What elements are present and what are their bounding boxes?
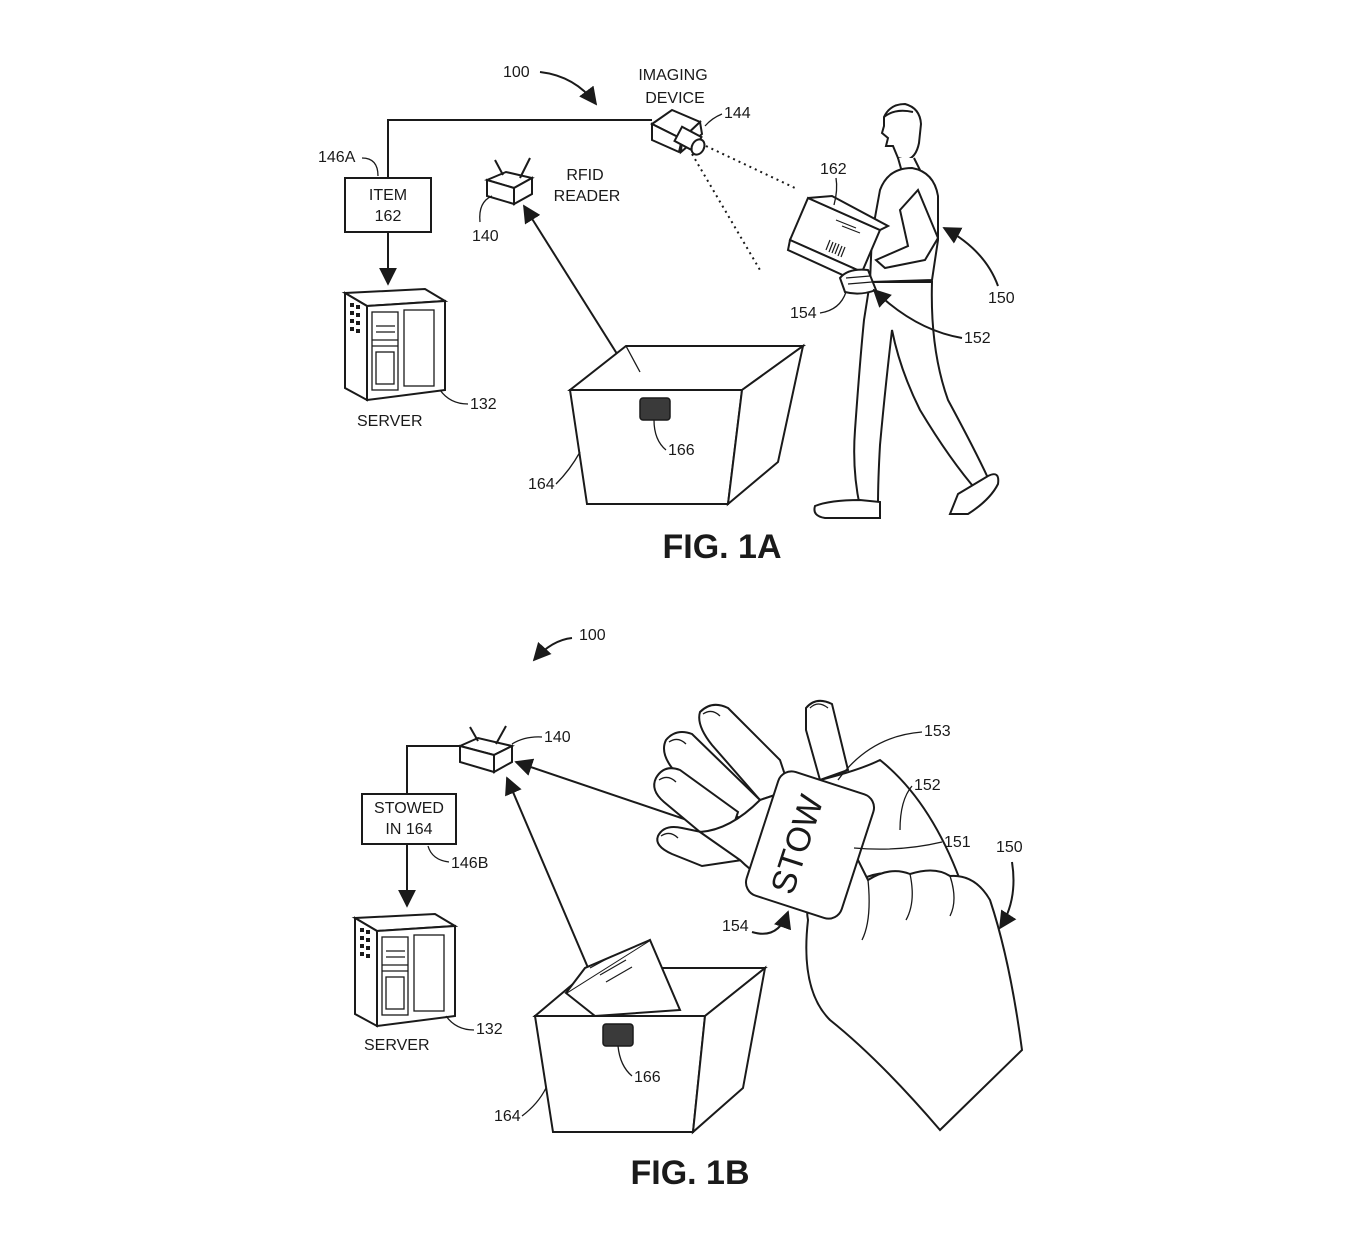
ref-tag-154-1b: 154 bbox=[722, 918, 749, 935]
rfid-reader-label-line2: READER bbox=[554, 188, 621, 205]
ref-system-100: 100 bbox=[503, 64, 530, 81]
leader-154-1b bbox=[751, 910, 792, 935]
message-box-line2: 162 bbox=[375, 208, 402, 225]
field-of-view-upper bbox=[705, 145, 796, 189]
leader-152-1a bbox=[872, 288, 963, 339]
ref-server-132-1b: 132 bbox=[476, 1021, 503, 1038]
ref-container-164-1a: 164 bbox=[528, 476, 555, 493]
ref-user-150-1b: 150 bbox=[996, 839, 1023, 856]
leader-144 bbox=[704, 113, 723, 127]
leader-132-1b bbox=[445, 1015, 475, 1031]
leader-151 bbox=[853, 841, 943, 850]
leader-164-1b bbox=[521, 1087, 547, 1117]
leader-146a bbox=[361, 157, 379, 177]
leader-154-1a bbox=[819, 291, 847, 314]
leader-164-1a bbox=[555, 451, 581, 485]
rfid-reader-icon-1b bbox=[456, 725, 515, 774]
ref-container-164-1b: 164 bbox=[494, 1108, 521, 1125]
message-box-stowed bbox=[361, 793, 457, 845]
rfid-reader-icon bbox=[484, 157, 535, 206]
rfid-tag-166-1b bbox=[602, 1023, 634, 1047]
server-icon-1b bbox=[351, 912, 459, 1028]
leader-153 bbox=[837, 731, 923, 781]
figure-1a: 100 IMAGING DEVICE 144 146A ITEM 162 bbox=[318, 64, 1015, 566]
leader-152-1b bbox=[899, 785, 913, 831]
ref-system-100-1b: 100 bbox=[579, 627, 606, 644]
server-label-1a: SERVER bbox=[357, 413, 423, 430]
item-package-box bbox=[786, 194, 891, 284]
worker-person-illustration bbox=[813, 102, 1000, 519]
ref-display-151: 151 bbox=[944, 834, 971, 851]
message-box-1b-line1: STOWED bbox=[374, 800, 444, 817]
wearable-display-device: STOW bbox=[745, 770, 875, 920]
leader-132-1a bbox=[439, 389, 469, 405]
message-box-1b-line2: IN 164 bbox=[385, 821, 432, 838]
ref-rfid-reader-140-1a: 140 bbox=[472, 228, 499, 245]
container-bin-1b bbox=[532, 938, 768, 1135]
ref-button-153: 153 bbox=[924, 723, 951, 740]
ref-imaging-device-144: 144 bbox=[724, 105, 751, 122]
leader-162-1a bbox=[833, 177, 838, 206]
leader-140-1a bbox=[479, 195, 493, 223]
connection-line-1a bbox=[387, 119, 652, 178]
figure-caption-1a: FIG. 1A bbox=[662, 528, 781, 566]
ref-system-arrow-1b bbox=[532, 637, 573, 662]
leader-166-1a bbox=[653, 419, 667, 451]
imaging-device-label-line2: DEVICE bbox=[645, 90, 705, 107]
container-bin-1a bbox=[567, 343, 807, 507]
ref-user-150-1a: 150 bbox=[988, 290, 1015, 307]
ref-tag-166-1b: 166 bbox=[634, 1069, 661, 1086]
rfid-tag-166-1a bbox=[639, 397, 671, 421]
field-of-view-lower bbox=[691, 153, 761, 271]
imaging-device-label-line1: IMAGING bbox=[638, 67, 707, 84]
ref-server-132-1a: 132 bbox=[470, 396, 497, 413]
imaging-device-camera-icon bbox=[650, 108, 706, 156]
server-label-1b: SERVER bbox=[364, 1037, 430, 1054]
figure-caption-1b: FIG. 1B bbox=[630, 1154, 749, 1192]
ref-message-146b: 146B bbox=[451, 855, 488, 872]
leader-150-1b bbox=[999, 861, 1017, 930]
leader-146b bbox=[427, 845, 450, 863]
leader-140-1b bbox=[511, 736, 543, 745]
ref-tag-154-1a: 154 bbox=[790, 305, 817, 322]
figure-1b: 100 140 STOWED IN 164 146B bbox=[351, 627, 1024, 1192]
leader-166-1b bbox=[617, 1045, 633, 1077]
ref-wearable-152-1b: 152 bbox=[914, 777, 941, 794]
ref-item-162-1a: 162 bbox=[820, 161, 847, 178]
ref-system-arrow bbox=[539, 71, 598, 106]
ref-wearable-152-1a: 152 bbox=[964, 330, 991, 347]
server-icon bbox=[341, 287, 449, 402]
connection-line-1b bbox=[406, 745, 460, 794]
message-box-item bbox=[344, 177, 432, 233]
leader-150-1a bbox=[942, 227, 999, 287]
ref-message-146a: 146A bbox=[318, 149, 356, 166]
ref-rfid-reader-140-1b: 140 bbox=[544, 729, 571, 746]
ref-tag-166-1a: 166 bbox=[668, 442, 695, 459]
rfid-reader-label-line1: RFID bbox=[566, 167, 603, 184]
message-box-line1: ITEM bbox=[369, 187, 407, 204]
